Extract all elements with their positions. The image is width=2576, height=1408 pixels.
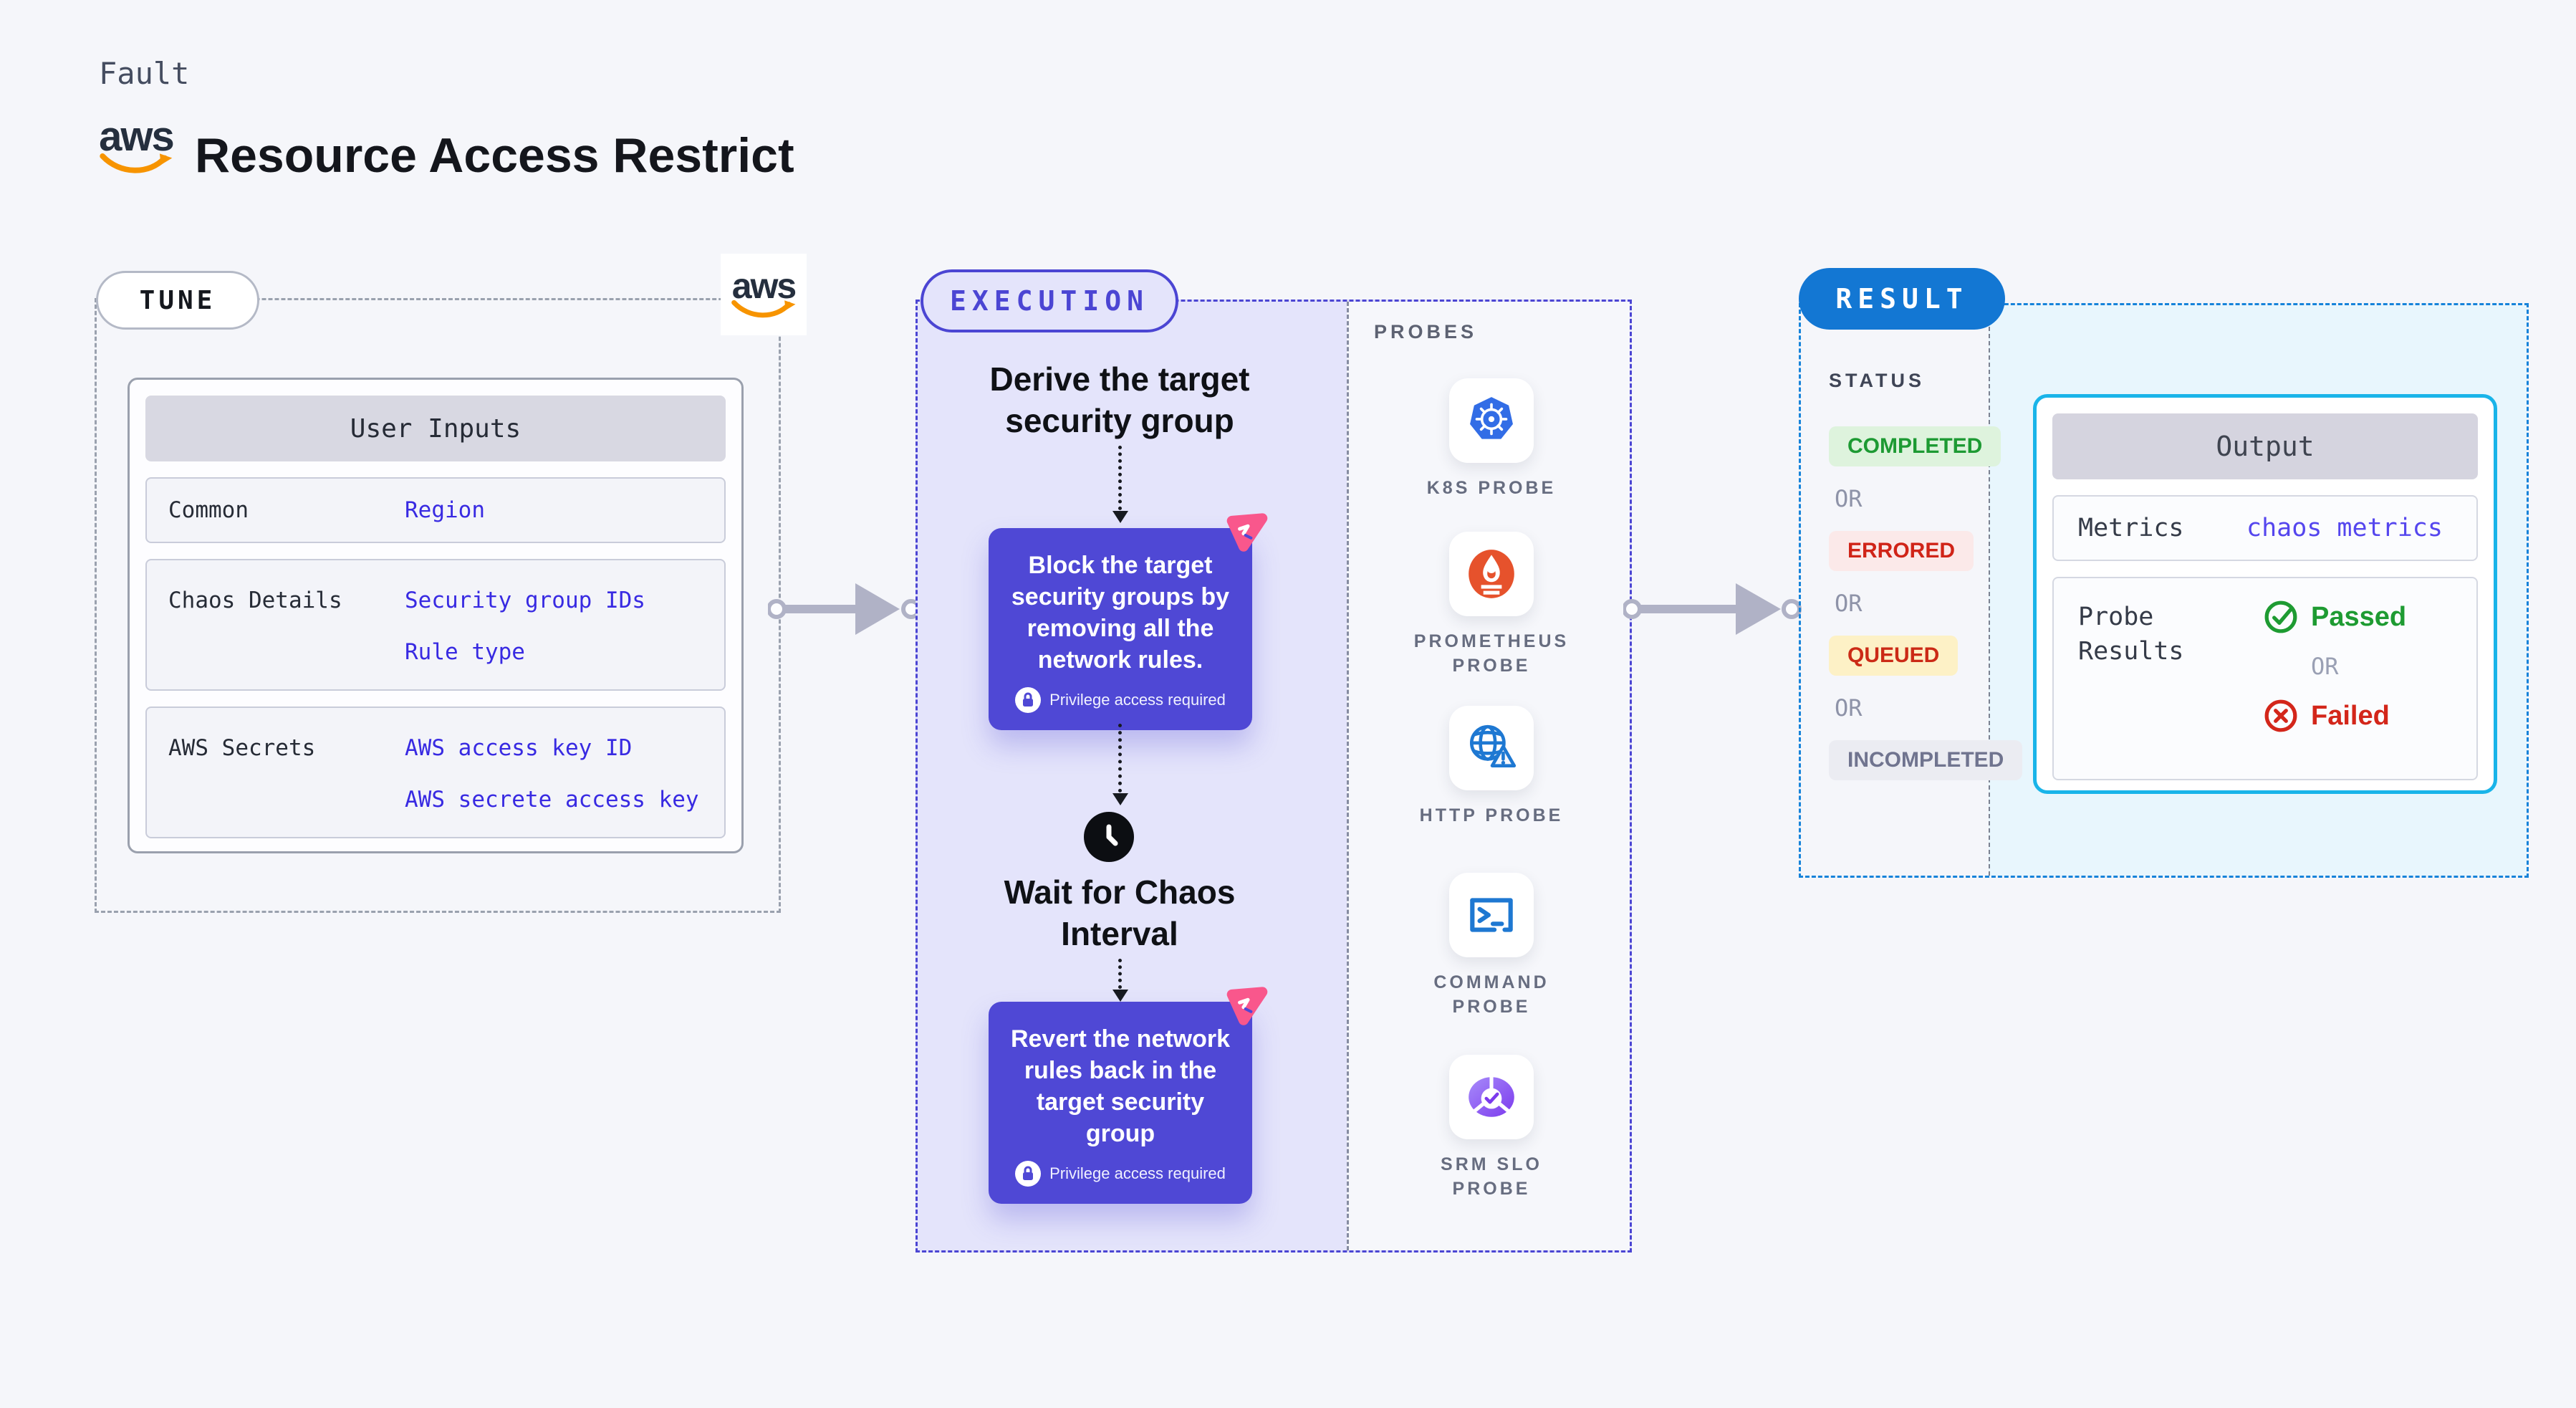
row-label: Common bbox=[168, 497, 249, 523]
connector-arrow-execution-result bbox=[1623, 583, 1802, 635]
flow-arrow-down bbox=[1112, 959, 1128, 1002]
fault-eyebrow: Fault bbox=[99, 56, 190, 91]
passed-label: Passed bbox=[2311, 601, 2407, 632]
tune-pill: TUNE bbox=[96, 271, 259, 330]
step-block-text: Block the target security groups by remo… bbox=[1011, 552, 1230, 674]
privilege-badge-label: Privilege access required bbox=[1049, 1164, 1226, 1182]
status-or: OR bbox=[1835, 590, 1863, 617]
row-value: Security group IDs bbox=[405, 588, 645, 613]
prometheus-icon bbox=[1449, 532, 1534, 616]
row-value: Region bbox=[405, 497, 485, 523]
status-or: OR bbox=[1835, 694, 1863, 722]
status-or: OR bbox=[1835, 485, 1863, 512]
row-value: Rule type bbox=[405, 639, 525, 665]
chaos-experiment-icon bbox=[1226, 513, 1268, 552]
clock-icon bbox=[1084, 812, 1134, 862]
step-block-card: Block the target security groups by remo… bbox=[989, 513, 1268, 730]
status-title: STATUS bbox=[1829, 370, 1925, 391]
kubernetes-icon bbox=[1449, 378, 1534, 463]
output-card: Output Metrics chaos metrics Probe Resul… bbox=[2033, 394, 2497, 794]
http-globe-warning-icon bbox=[1449, 706, 1534, 790]
failed-label: Failed bbox=[2311, 700, 2390, 731]
status-badge-completed: COMPLETED bbox=[1829, 426, 2001, 466]
step-revert-text: Revert the network rules back in the tar… bbox=[1010, 1025, 1231, 1147]
row-value: AWS secrete access key bbox=[405, 787, 699, 813]
probe-command: COMMAND PROBE bbox=[1402, 873, 1581, 1019]
aws-wordmark: aws bbox=[731, 265, 797, 306]
execution-pill: EXECUTION bbox=[921, 269, 1178, 332]
probe-k8s: K8S PROBE bbox=[1402, 378, 1581, 500]
page-title: Resource Access Restrict bbox=[195, 128, 794, 183]
status-badge-queued: QUEUED bbox=[1829, 636, 1959, 676]
privilege-badge-label: Privilege access required bbox=[1049, 691, 1226, 709]
status-badge-incompleted: INCOMPLETED bbox=[1829, 740, 2023, 780]
probes-title: PROBES bbox=[1374, 321, 1478, 343]
flow-arrow-down bbox=[1112, 446, 1128, 523]
aws-wordmark: aws bbox=[99, 113, 175, 160]
probe-prometheus: PROMETHEUS PROBE bbox=[1402, 532, 1581, 678]
row-value: AWS access key ID bbox=[405, 735, 633, 761]
flow-arrow-down bbox=[1112, 724, 1128, 805]
failed-line: Failed bbox=[2264, 699, 2406, 733]
chaos-experiment-icon bbox=[1226, 987, 1268, 1025]
aws-smile-icon bbox=[100, 153, 173, 173]
check-circle-icon bbox=[2264, 600, 2297, 633]
probe-label: COMMAND PROBE bbox=[1433, 972, 1549, 1017]
passed-line: Passed bbox=[2264, 600, 2406, 634]
row-label: AWS Secrets bbox=[168, 735, 316, 761]
probe-label: K8S PROBE bbox=[1426, 478, 1557, 498]
probe-srm-slo: SRM SLO PROBE bbox=[1402, 1055, 1581, 1201]
user-inputs-table: User Inputs Common Region Chaos Details … bbox=[128, 378, 744, 853]
lock-icon bbox=[1015, 687, 1042, 713]
output-or: OR bbox=[2311, 653, 2339, 680]
step-derive-label: Derive the target security group bbox=[989, 360, 1250, 439]
aws-smile-icon bbox=[731, 300, 796, 317]
lock-icon bbox=[1015, 1161, 1042, 1187]
user-inputs-header: User Inputs bbox=[145, 396, 726, 461]
connector-arrow-tune-execution bbox=[768, 583, 921, 635]
metrics-row: Metrics chaos metrics bbox=[2052, 495, 2478, 561]
x-circle-icon bbox=[2264, 699, 2297, 732]
srm-slo-icon bbox=[1449, 1055, 1534, 1139]
probe-label: HTTP PROBE bbox=[1419, 805, 1564, 825]
step-revert-card: Revert the network rules back in the tar… bbox=[989, 987, 1268, 1204]
probe-results-row: Probe Results Passed OR Faile bbox=[2052, 577, 2478, 780]
status-badge-errored: ERRORED bbox=[1829, 531, 1974, 571]
result-pill: RESULT bbox=[1799, 268, 2005, 330]
metrics-label: Metrics bbox=[2078, 514, 2184, 542]
step-wait-label: Wait for Chaos Interval bbox=[1004, 873, 1236, 952]
table-row: Common Region bbox=[145, 477, 726, 543]
table-row: Chaos Details Security group IDs Rule ty… bbox=[145, 559, 726, 691]
row-label: Chaos Details bbox=[168, 588, 342, 613]
metrics-value: chaos metrics bbox=[2246, 514, 2443, 542]
probe-results-label: Probe Results bbox=[2078, 603, 2184, 666]
table-row: AWS Secrets AWS access key ID AWS secret… bbox=[145, 707, 726, 838]
probe-label: SRM SLO PROBE bbox=[1441, 1154, 1542, 1199]
output-header: Output bbox=[2052, 413, 2478, 479]
aws-logo-small: aws bbox=[721, 254, 807, 335]
status-column: STATUS COMPLETED OR ERRORED OR QUEUED OR… bbox=[1829, 370, 2023, 780]
aws-logo: aws bbox=[96, 116, 176, 178]
probe-http: HTTP PROBE bbox=[1402, 706, 1581, 828]
probe-label: PROMETHEUS PROBE bbox=[1413, 631, 1570, 676]
terminal-icon bbox=[1449, 873, 1534, 957]
